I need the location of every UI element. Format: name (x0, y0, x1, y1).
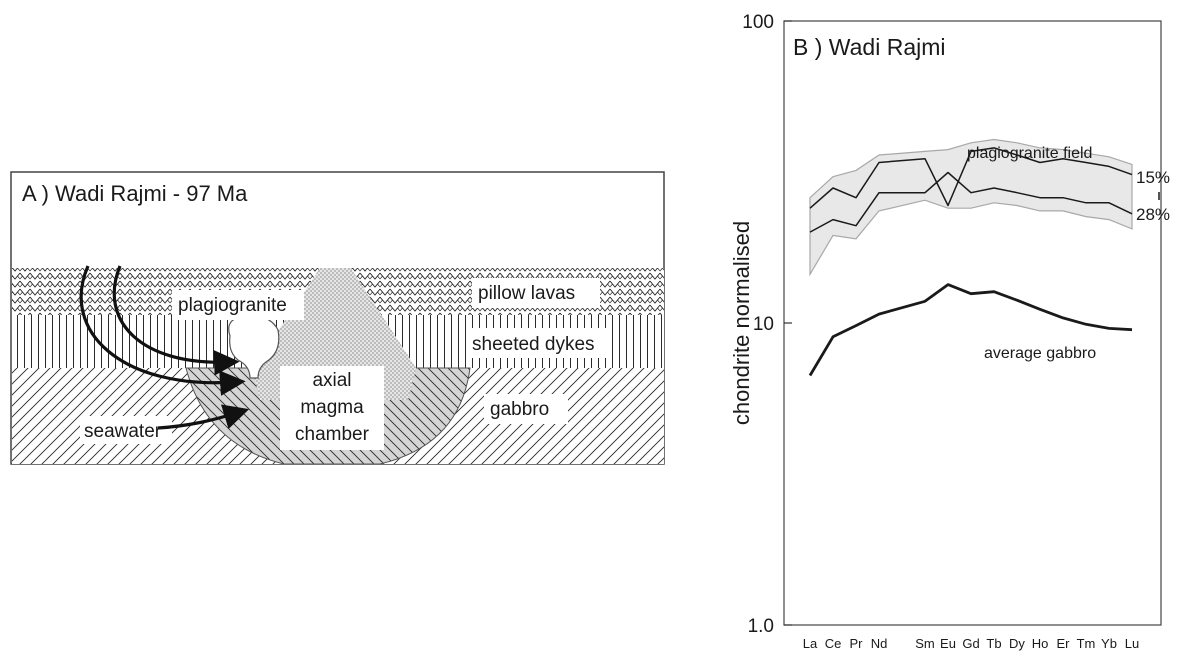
y-tick-label: 1.0 (748, 616, 774, 637)
panel-b-title: B ) Wadi Rajmi (793, 34, 946, 60)
seawater-label-bg (80, 416, 172, 444)
x-tick-label: Gd (962, 636, 979, 651)
seawater-label: seawater (84, 421, 162, 442)
plagiogranite-label-bg (172, 290, 304, 320)
panel-b-frame (783, 20, 1162, 626)
x-tick-label: Ce (825, 636, 842, 651)
seawater-arrow-2 (112, 265, 240, 376)
plagiogranite-label: plagiogranite (178, 295, 287, 316)
x-tick-label: Nd (871, 636, 888, 651)
y-tick-label: 10 (753, 314, 774, 335)
magma-label: magma (300, 397, 364, 418)
gabbro-annotation: average gabbro (984, 345, 1096, 362)
panel-a: A ) Wadi Rajmi - 97 Ma plagiogranite pil… (10, 171, 665, 465)
field-annotation: plagiogranite field (967, 145, 1092, 162)
x-tick-label: Yb (1101, 636, 1117, 651)
x-tick-label: Pr (850, 636, 864, 651)
panel-b: B ) Wadi Rajmi chondrite normalised 1.01… (729, 12, 1170, 651)
series-28-percent-line (809, 171, 1133, 233)
seawater-arrow-3 (157, 404, 250, 430)
x-tick-label: Tm (1077, 636, 1096, 651)
x-ticks: La Ce Pr Nd Sm Eu Gd Tb Dy Ho Er Tm Yb Lu (803, 636, 1139, 651)
x-tick-label: Tb (986, 636, 1001, 651)
y-axis-label: chondrite normalised (729, 221, 754, 425)
x-tick-label: Dy (1009, 636, 1025, 651)
magma-label-bg (280, 366, 384, 450)
x-tick-label: Ho (1032, 636, 1049, 651)
panel-a-title: A ) Wadi Rajmi - 97 Ma (22, 181, 248, 206)
chamber-label: chamber (295, 424, 370, 445)
plot-area (808, 138, 1133, 377)
x-tick-label: Lu (1125, 636, 1139, 651)
x-tick-label: Sm (915, 636, 935, 651)
series-15-percent-line (809, 147, 1133, 209)
label-28-percent: 28% (1136, 205, 1170, 224)
axial-label: axial (312, 370, 351, 391)
y-ticks: 1.0 10 100 (742, 12, 792, 637)
gabbro-label-bg (484, 394, 568, 424)
x-tick-label: Eu (940, 636, 956, 651)
pillow-lavas-label-bg (472, 278, 600, 308)
gabbro-label: gabbro (490, 399, 549, 420)
plagiogranite-field-area (809, 138, 1133, 277)
label-15-percent: 15% (1136, 168, 1170, 187)
y-tick-label: 100 (742, 12, 774, 33)
pillow-lavas-label: pillow lavas (478, 283, 575, 304)
sheeted-dykes-label: sheeted dykes (472, 334, 595, 355)
sheeted-dykes-label-bg (466, 328, 612, 358)
seawater-arrow-1 (79, 265, 246, 396)
series-average-gabbro-line (808, 283, 1133, 377)
x-tick-label: Er (1057, 636, 1071, 651)
x-tick-label: La (803, 636, 818, 651)
